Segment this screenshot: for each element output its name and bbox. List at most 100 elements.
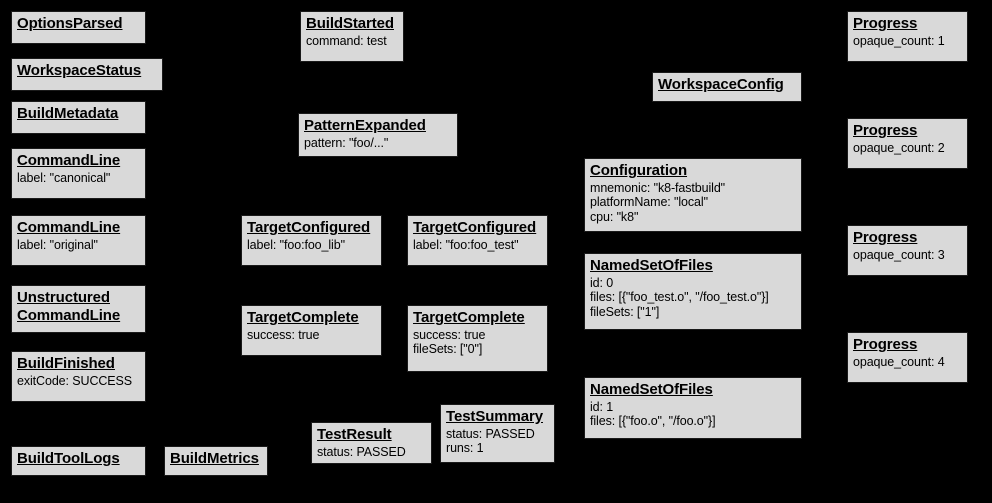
node-title-line: Progress <box>853 336 918 353</box>
node-title: WorkspaceConfig <box>658 76 796 94</box>
node-field: label: "canonical" <box>17 170 111 185</box>
node-field: pattern: "foo/..." <box>304 135 389 150</box>
node-title-line: TargetComplete <box>247 309 359 326</box>
node-fields: mnemonic: "k8-fastbuild"platformName: "l… <box>590 181 796 225</box>
node-title-line: Progress <box>853 122 918 139</box>
node-title-line: TargetConfigured <box>247 219 371 236</box>
node-field: status: PASSED <box>446 426 535 441</box>
node-field: label: "foo:foo_lib" <box>247 237 345 252</box>
node-build-started[interactable]: BuildStarted command: test <box>300 11 404 62</box>
node-title-line: BuildStarted <box>306 15 394 32</box>
node-fields: label: "canonical" <box>17 171 140 186</box>
node-field: cpu: "k8" <box>590 210 639 225</box>
node-title-line: CommandLine <box>17 152 121 169</box>
node-build-tool-logs[interactable]: BuildToolLogs <box>11 446 146 476</box>
node-title: BuildStarted <box>306 15 398 33</box>
node-title: BuildToolLogs <box>17 450 140 468</box>
node-build-metrics[interactable]: BuildMetrics <box>164 446 268 476</box>
node-title: NamedSetOfFiles <box>590 381 796 399</box>
node-field: status: PASSED <box>317 444 406 459</box>
node-title: NamedSetOfFiles <box>590 257 796 275</box>
node-field: files: [{"foo.o", "/foo.o"}] <box>590 414 716 429</box>
node-fields: success: true <box>247 328 376 343</box>
node-options-parsed[interactable]: OptionsParsed <box>11 11 146 44</box>
node-title: CommandLine <box>17 219 140 237</box>
node-title: Progress <box>853 229 962 247</box>
node-title: BuildMetadata <box>17 105 140 123</box>
node-title: OptionsParsed <box>17 15 140 33</box>
node-title-line: BuildToolLogs <box>17 450 120 467</box>
node-field: id: 1 <box>590 399 614 414</box>
node-title-line: NamedSetOfFiles <box>590 257 713 274</box>
node-title-line: TargetComplete <box>413 309 525 326</box>
node-fields: opaque_count: 2 <box>853 141 962 156</box>
node-fields: status: PASSED <box>317 445 426 460</box>
node-title-line: Configuration <box>590 162 688 179</box>
node-field: platformName: "local" <box>590 195 708 210</box>
node-field: success: true <box>247 327 320 342</box>
node-title: BuildMetrics <box>170 450 262 468</box>
node-title-line: BuildFinished <box>17 355 115 372</box>
node-build-finished[interactable]: BuildFinished exitCode: SUCCESS <box>11 351 146 402</box>
node-build-metadata[interactable]: BuildMetadata <box>11 101 146 134</box>
node-workspace-config[interactable]: WorkspaceConfig <box>652 72 802 102</box>
node-title-line: BuildMetadata <box>17 105 119 122</box>
node-title-line: TestResult <box>317 426 392 443</box>
node-title-line: BuildMetrics <box>170 450 259 467</box>
node-field: success: true <box>413 327 486 342</box>
node-title: Progress <box>853 336 962 354</box>
node-fields: opaque_count: 1 <box>853 34 962 49</box>
node-title: TargetComplete <box>247 309 376 327</box>
node-fields: label: "foo:foo_lib" <box>247 238 376 253</box>
node-title: TargetComplete <box>413 309 542 327</box>
node-fields: command: test <box>306 34 398 49</box>
node-field: files: [{"foo_test.o", "/foo_test.o"}] <box>590 290 769 305</box>
node-fields: exitCode: SUCCESS <box>17 374 140 389</box>
node-title: Configuration <box>590 162 796 180</box>
node-fields: opaque_count: 3 <box>853 248 962 263</box>
node-field: label: "foo:foo_test" <box>413 237 519 252</box>
node-field: opaque_count: 3 <box>853 247 945 262</box>
node-title: TestSummary <box>446 408 549 426</box>
node-title-line: CommandLine <box>17 306 121 324</box>
node-title-line: Unstructured <box>17 289 110 306</box>
node-title: BuildFinished <box>17 355 140 373</box>
node-field: id: 0 <box>590 275 614 290</box>
node-field: opaque_count: 1 <box>853 33 945 48</box>
node-field: fileSets: ["1"] <box>590 305 660 320</box>
node-workspace-status[interactable]: WorkspaceStatus <box>11 58 163 91</box>
node-title: Progress <box>853 122 962 140</box>
node-title-line: Progress <box>853 229 918 246</box>
node-title-line: TestSummary <box>446 408 543 425</box>
node-title-line: TargetConfigured <box>413 219 537 236</box>
node-field: label: "original" <box>17 237 98 252</box>
node-field: fileSets: ["0"] <box>413 342 483 357</box>
node-configuration[interactable]: Configuration mnemonic: "k8-fastbuild"pla… <box>584 158 802 232</box>
node-fields: pattern: "foo/..." <box>304 136 452 151</box>
node-fields: label: "foo:foo_test" <box>413 238 542 253</box>
node-title-line: Progress <box>853 15 918 32</box>
node-fields: label: "original" <box>17 238 140 253</box>
node-progress-2[interactable]: Progress opaque_count: 2 <box>847 118 968 169</box>
node-field: runs: 1 <box>446 441 484 456</box>
